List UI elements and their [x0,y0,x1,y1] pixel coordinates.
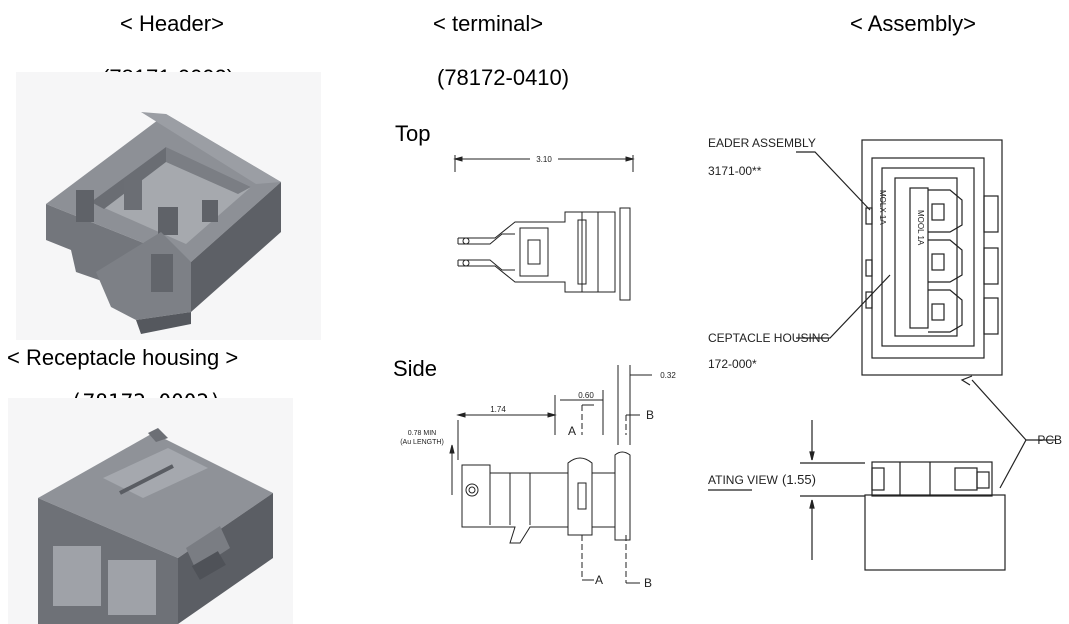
terminal-title: < terminal> [433,11,544,36]
receptacle-opening-2 [108,560,156,615]
receptacle-3d-model [8,398,293,624]
header-assembly-label: EADER ASSEMBLY [708,136,816,150]
pcb-label: PCB [1037,433,1062,447]
receptacle-title: < Receptacle housing > [7,345,239,370]
receptacle-opening-1 [53,546,101,606]
terminal-side-view-drawing: 1.74 0.60 0.32 0.78 MIN (Au LENGTH) A A … [400,365,676,590]
header-3d-model [16,72,321,340]
top-view-label: Top [395,121,431,146]
assembly-drawing: EADER ASSEMBLY 3171-00** CEPTACLE HOUSIN… [708,136,1062,571]
molex-marking-2: MOOL 1A [916,210,925,246]
assembly-title: < Assembly> [850,11,976,36]
mating-height-dim: (1.55) [782,472,816,487]
terminal-part-number: (78172-0410) [437,65,570,90]
header-assembly-pn: 3171-00** [708,164,762,178]
receptacle-top-face [38,433,273,558]
side-min-note-2: (Au LENGTH) [400,439,444,446]
header-title: < Header> [120,11,224,36]
mating-view-label: ATING VIEW [708,473,778,487]
side-dim-060: 0.60 [578,391,594,400]
side-min-note: 0.78 MIN [408,430,436,437]
header-right-face [191,182,281,312]
top-dim-total: 3.10 [536,155,552,164]
side-dim-174: 1.74 [490,405,506,414]
section-a-top: A [568,424,576,438]
section-b-bottom: B [644,576,652,590]
section-a-bottom: A [595,573,603,587]
receptacle-housing-label: CEPTACLE HOUSING [708,331,830,345]
molex-marking: MOLX 1A [878,190,887,225]
side-view-label: Side [393,356,438,381]
section-b-top: B [646,408,654,422]
receptacle-right-face [178,493,273,624]
terminal-top-view-drawing: 3.10 [453,155,635,301]
receptacle-housing-pn: 172-000* [708,357,757,371]
side-dim-032: 0.32 [660,371,676,380]
